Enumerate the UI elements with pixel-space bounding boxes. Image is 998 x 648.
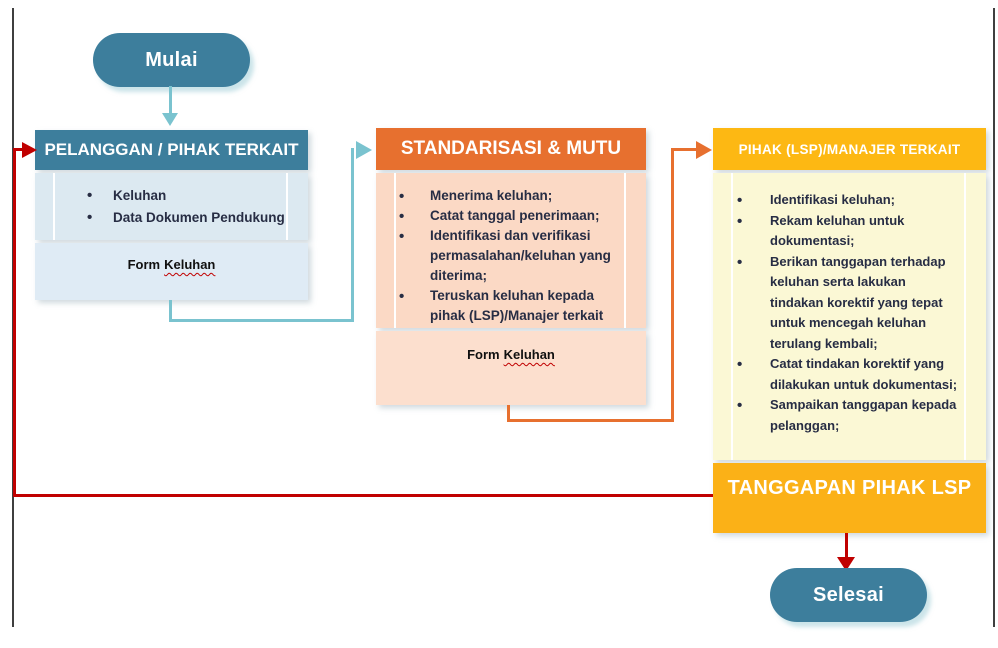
pihak-lsp-header: PIHAK (LSP)/MANAJER TERKAIT <box>713 128 986 170</box>
arrowhead-down-icon <box>837 557 855 571</box>
connector-line <box>351 148 354 322</box>
connector-line <box>845 533 848 559</box>
standarisasi-bullet-list: Menerima keluhan; Catat tanggal penerima… <box>376 173 646 326</box>
frame-border-right <box>993 8 995 627</box>
cell-divider <box>731 173 733 460</box>
arrowhead-right-icon <box>356 141 372 159</box>
connector-line <box>671 148 697 151</box>
pelanggan-box: PELANGGAN / PIHAK TERKAIT Keluhan Data D… <box>35 130 308 300</box>
connector-line <box>13 494 713 497</box>
standarisasi-header: STANDARISASI & MUTU <box>376 128 646 170</box>
start-node-label: Mulai <box>145 48 198 71</box>
start-node: Mulai <box>93 33 250 87</box>
cell-divider <box>624 173 626 328</box>
standarisasi-box: STANDARISASI & MUTU Menerima keluhan; Ca… <box>376 128 646 405</box>
cell-divider <box>53 173 55 240</box>
pihak-lsp-box: PIHAK (LSP)/MANAJER TERKAIT Identifikasi… <box>713 128 986 533</box>
list-item: Identifikasi dan verifikasi permasalahan… <box>399 226 622 286</box>
list-item: Catat tindakan korektif yang dilakukan u… <box>737 354 960 395</box>
arrowhead-down-icon <box>162 113 178 126</box>
cell-divider <box>394 173 396 328</box>
form-label-underlined: Keluhan <box>164 257 216 272</box>
pelanggan-header: PELANGGAN / PIHAK TERKAIT <box>35 130 308 170</box>
tanggapan-box: TANGGAPAN PIHAK LSP <box>713 463 986 533</box>
connector-line <box>169 86 172 114</box>
cell-divider <box>964 173 966 460</box>
form-label-underlined: Keluhan <box>503 347 555 362</box>
form-label-prefix: Form <box>127 257 161 272</box>
pelanggan-bullet-cell: Keluhan Data Dokumen Pendukung <box>35 173 308 240</box>
form-label-prefix: Form <box>467 347 500 362</box>
list-item: Berikan tanggapan terhadap keluhan serta… <box>737 252 960 355</box>
pelanggan-bullet-list: Keluhan Data Dokumen Pendukung <box>35 173 308 229</box>
connector-line <box>671 148 674 422</box>
connector-line <box>13 148 16 497</box>
end-node: Selesai <box>770 568 927 622</box>
pihak-lsp-header-label: PIHAK (LSP)/MANAJER TERKAIT <box>738 141 961 157</box>
list-item: Keluhan <box>87 185 290 207</box>
end-node-label: Selesai <box>812 583 885 606</box>
tanggapan-label: TANGGAPAN PIHAK LSP <box>727 477 972 499</box>
pihak-lsp-bullet-list: Identifikasi keluhan; Rekam keluhan untu… <box>713 173 986 436</box>
connector-line <box>169 300 172 322</box>
list-item: Rekam keluhan untuk dokumentasi; <box>737 211 960 252</box>
list-item: Data Dokumen Pendukung <box>87 207 290 229</box>
list-item: Sampaikan tanggapan kepada pelanggan; <box>737 395 960 436</box>
list-item: Identifikasi keluhan; <box>737 190 960 211</box>
connector-line <box>13 148 23 151</box>
list-item: Teruskan keluhan kepada pihak (LSP)/Mana… <box>399 286 622 326</box>
arrowhead-right-icon <box>22 142 37 158</box>
connector-line <box>169 319 354 322</box>
list-item: Menerima keluhan; <box>399 186 622 207</box>
standarisasi-bullet-cell: Menerima keluhan; Catat tanggal penerima… <box>376 173 646 328</box>
pihak-lsp-bullet-cell: Identifikasi keluhan; Rekam keluhan untu… <box>713 173 986 460</box>
list-item: Catat tanggal penerimaan; <box>399 206 622 227</box>
pelanggan-header-label: PELANGGAN / PIHAK TERKAIT <box>44 140 299 159</box>
connector-line <box>507 419 674 422</box>
arrowhead-right-icon <box>696 141 712 159</box>
connector-line <box>507 405 510 422</box>
standarisasi-header-label: STANDARISASI & MUTU <box>400 138 622 159</box>
